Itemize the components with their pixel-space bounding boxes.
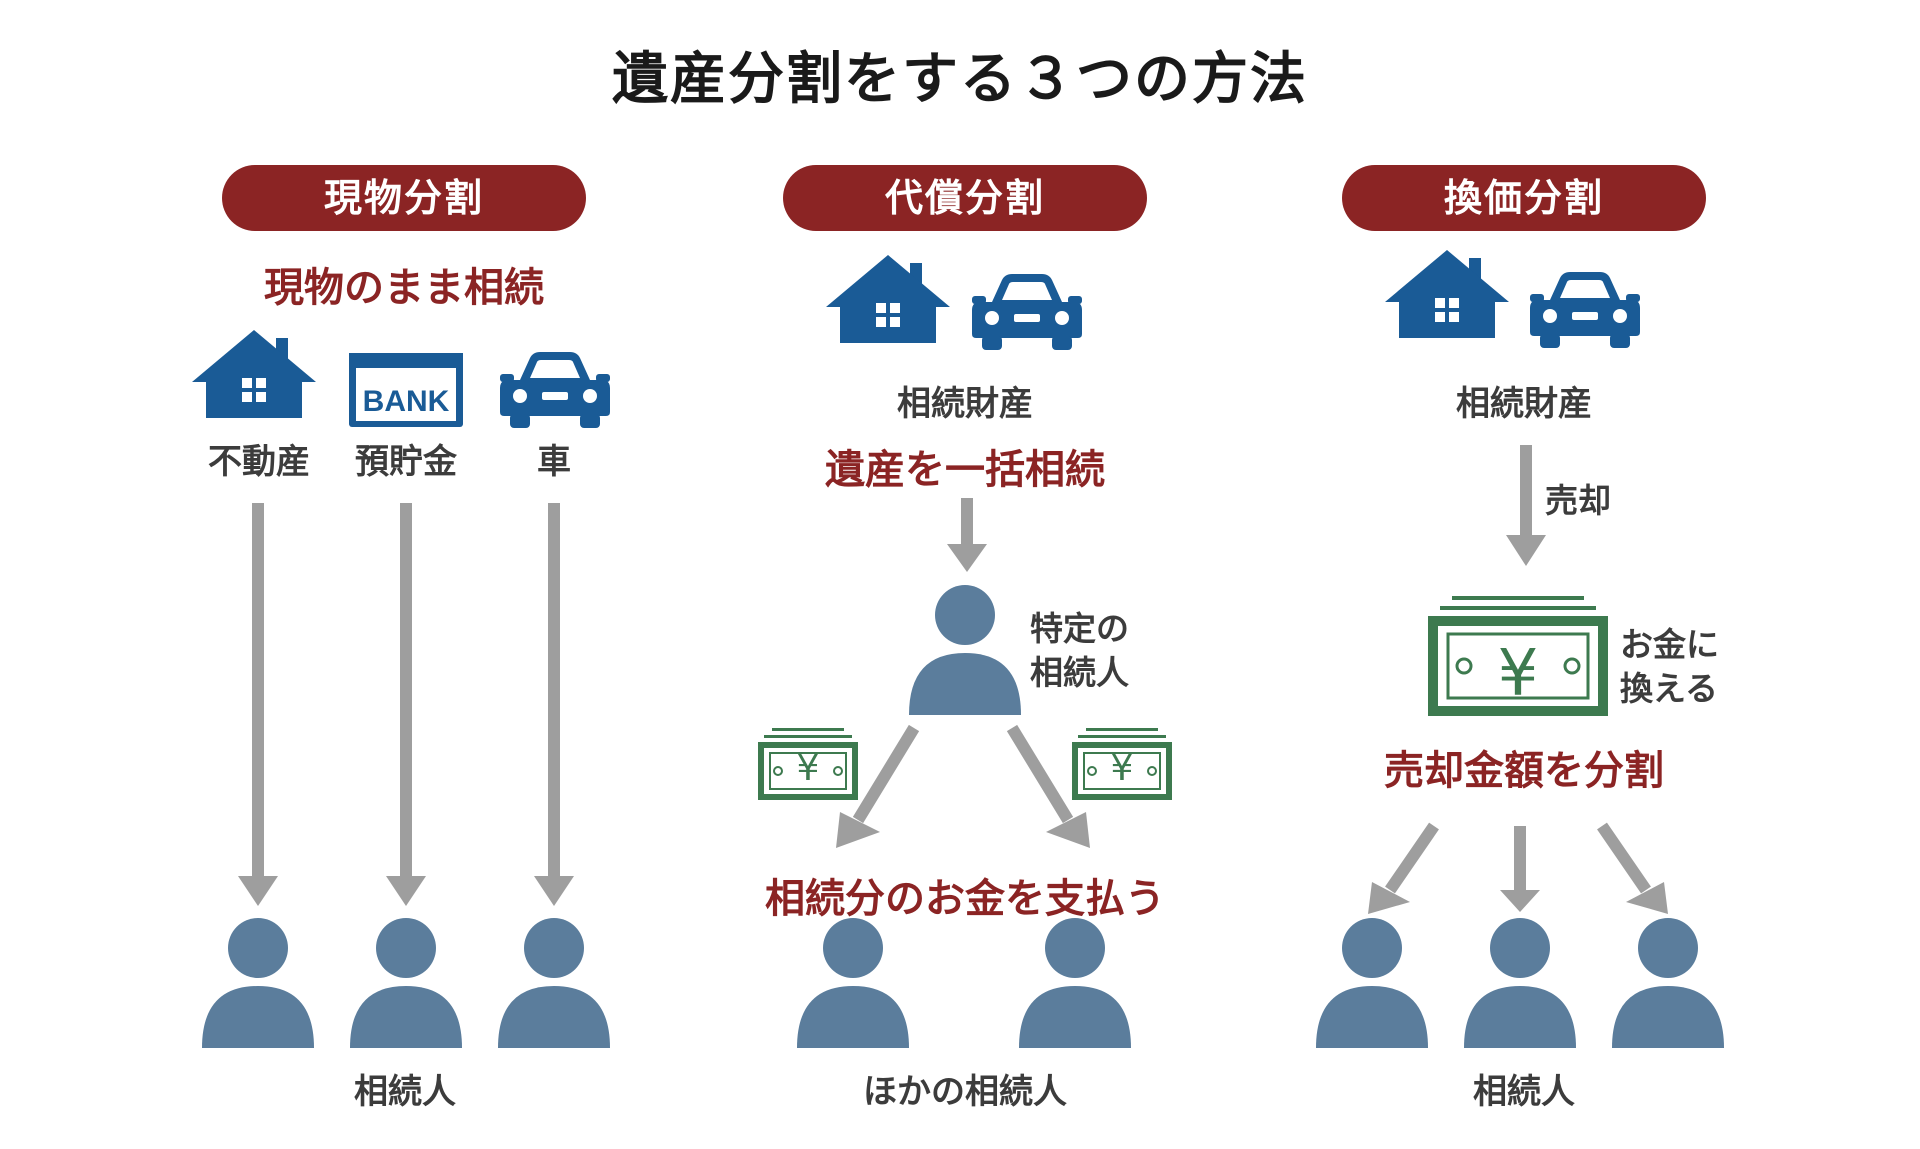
- convert-label-line1: お金に: [1620, 625, 1719, 664]
- specific-heir-icon: [909, 585, 1021, 715]
- money-large-icon: ¥: [1426, 594, 1610, 718]
- other-heir-person-icon: [1019, 918, 1131, 1048]
- house-icon: [826, 255, 950, 343]
- payment-arrows: [836, 724, 1090, 848]
- heir-person-icon: [1612, 918, 1724, 1048]
- section-header-daisho: 代償分割: [783, 165, 1147, 231]
- bank-icon-text: BANK: [363, 385, 450, 418]
- specific-heir-line2: 相続人: [1030, 653, 1129, 692]
- asset-label-car: 車: [537, 442, 571, 482]
- asset-label-real-estate: 不動産: [208, 442, 310, 482]
- heir-person-icon: [1316, 918, 1428, 1048]
- heir-person-icon: [202, 918, 314, 1048]
- subtitle-genbutsu: 現物のまま相続: [264, 265, 544, 311]
- recipients-label-kanka: 相続人: [1473, 1072, 1575, 1112]
- arrows-genbutsu: [238, 503, 574, 906]
- car-icon: [500, 352, 610, 428]
- heir-person-icon: [1464, 918, 1576, 1048]
- assets-label-daisho: 相続財産: [897, 384, 1033, 424]
- sale-label: 売却: [1545, 481, 1611, 520]
- arrow-sale: [1506, 445, 1546, 566]
- heir-person-icon: [498, 918, 610, 1048]
- svg-text:¥: ¥: [797, 748, 820, 789]
- heir-person-icon: [350, 918, 462, 1048]
- step-divide-proceeds: 売却金額を分割: [1384, 748, 1664, 794]
- car-icon: [972, 274, 1082, 350]
- divide-arrows: [1368, 822, 1668, 914]
- money-icon: ¥: [757, 727, 859, 801]
- step-lump-inherit: 遺産を一括相続: [825, 447, 1105, 493]
- house-icon: [192, 330, 316, 418]
- recipients-label-genbutsu: 相続人: [354, 1072, 456, 1112]
- house-icon: [1385, 250, 1509, 338]
- bank-icon: BANK: [349, 353, 463, 427]
- money-icon: ¥: [1071, 727, 1173, 801]
- svg-text:¥: ¥: [1498, 637, 1539, 711]
- convert-label-line2: 換える: [1620, 669, 1719, 708]
- other-heir-person-icon: [797, 918, 909, 1048]
- section-header-genbutsu: 現物分割: [222, 165, 586, 231]
- assets-label-kanka: 相続財産: [1456, 384, 1592, 424]
- page-title: 遺産分割をする３つの方法: [612, 47, 1308, 112]
- section-header-kanka: 換価分割: [1342, 165, 1706, 231]
- recipients-label-daisho: ほかの相続人: [863, 1072, 1067, 1112]
- svg-text:¥: ¥: [1111, 748, 1134, 789]
- specific-heir-line1: 特定の: [1030, 609, 1129, 648]
- asset-label-deposits: 預貯金: [355, 442, 457, 482]
- car-icon: [1530, 272, 1640, 348]
- step-pay-share: 相続分のお金を支払う: [765, 876, 1165, 922]
- arrow-to-specific-heir: [947, 498, 987, 572]
